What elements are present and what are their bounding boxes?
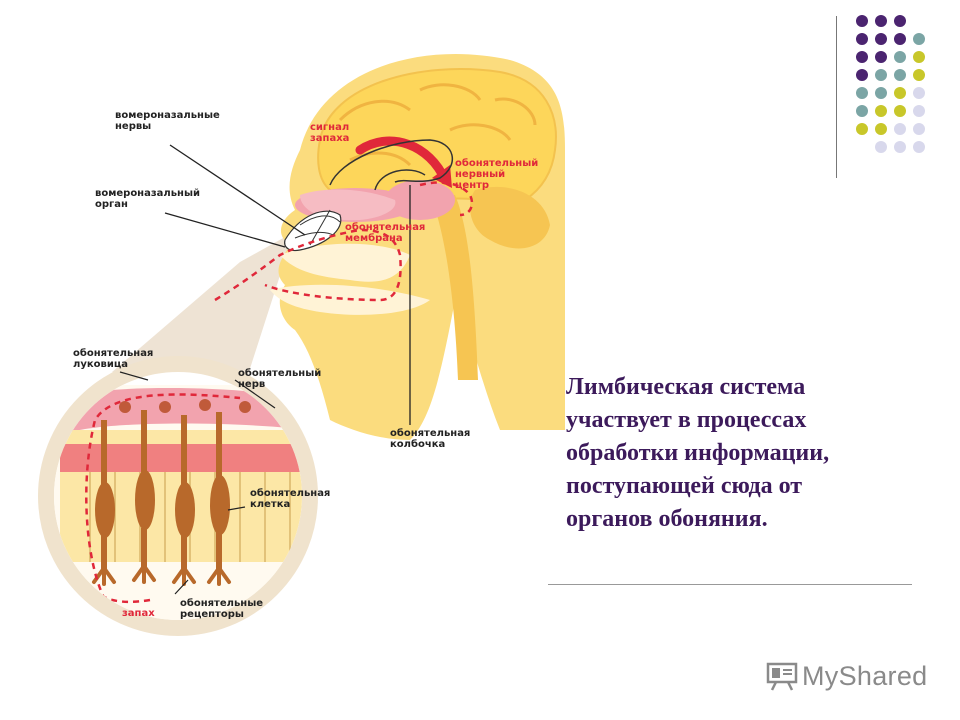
decor-dot [913,69,925,81]
body-text: Лимбическая система участвует в процесса… [566,374,830,532]
decor-dot [856,123,868,135]
decor-dot [894,69,906,81]
decor-dot [875,51,887,63]
myshared-logo[interactable]: MyShared [766,656,927,696]
decor-dot [894,87,906,99]
decor-dot [913,33,925,45]
decor-dot [894,51,906,63]
label-olfactory-cell: обонятельная клетка [250,488,331,510]
decor-dot [856,105,868,117]
decor-dot [875,123,887,135]
label-vomeronasal-nerves: вомероназальные нервы [115,110,220,132]
decor-dot [856,87,868,99]
decor-dot [894,123,906,135]
signal-arrow [355,136,450,185]
horizontal-divider [548,584,912,585]
decor-dot [913,87,925,99]
decor-dot [894,33,906,45]
decor-dot [875,33,887,45]
label-odor: запах [122,608,155,619]
label-olfactory-bulb-big: обонятельная луковица [73,348,154,370]
logo-text: MyShared [802,660,928,691]
label-olfactory-receptors: обонятельные рецепторы [180,598,264,620]
label-odor-signal: сигнал запаха [310,122,350,144]
decor-dot [875,105,887,117]
decor-dot [875,141,887,153]
label-olfactory-membrane: обонятельная мембрана [345,222,426,244]
decor-dot [894,105,906,117]
decor-dot [913,51,925,63]
decor-dot [894,141,906,153]
presentation-board-icon [766,662,798,691]
decor-dot [856,33,868,45]
decorative-dot-grid [850,12,950,157]
decor-dot [913,105,925,117]
decor-dot [875,87,887,99]
label-vomeronasal-organ: вомероназальный орган [95,188,201,210]
vertical-divider [836,16,837,178]
label-olfactory-bulb: обонятельная колбочка [390,428,471,450]
decor-dot [856,15,868,27]
decor-dot [856,69,868,81]
decor-dot [913,141,925,153]
decor-dot [913,123,925,135]
label-olfactory-center: обонятельный нервный центр [455,158,539,191]
decor-dot [875,69,887,81]
label-olfactory-nerve: обонятельный нерв [238,368,322,390]
decor-dot [875,15,887,27]
decor-dot [894,15,906,27]
decor-dot [856,51,868,63]
